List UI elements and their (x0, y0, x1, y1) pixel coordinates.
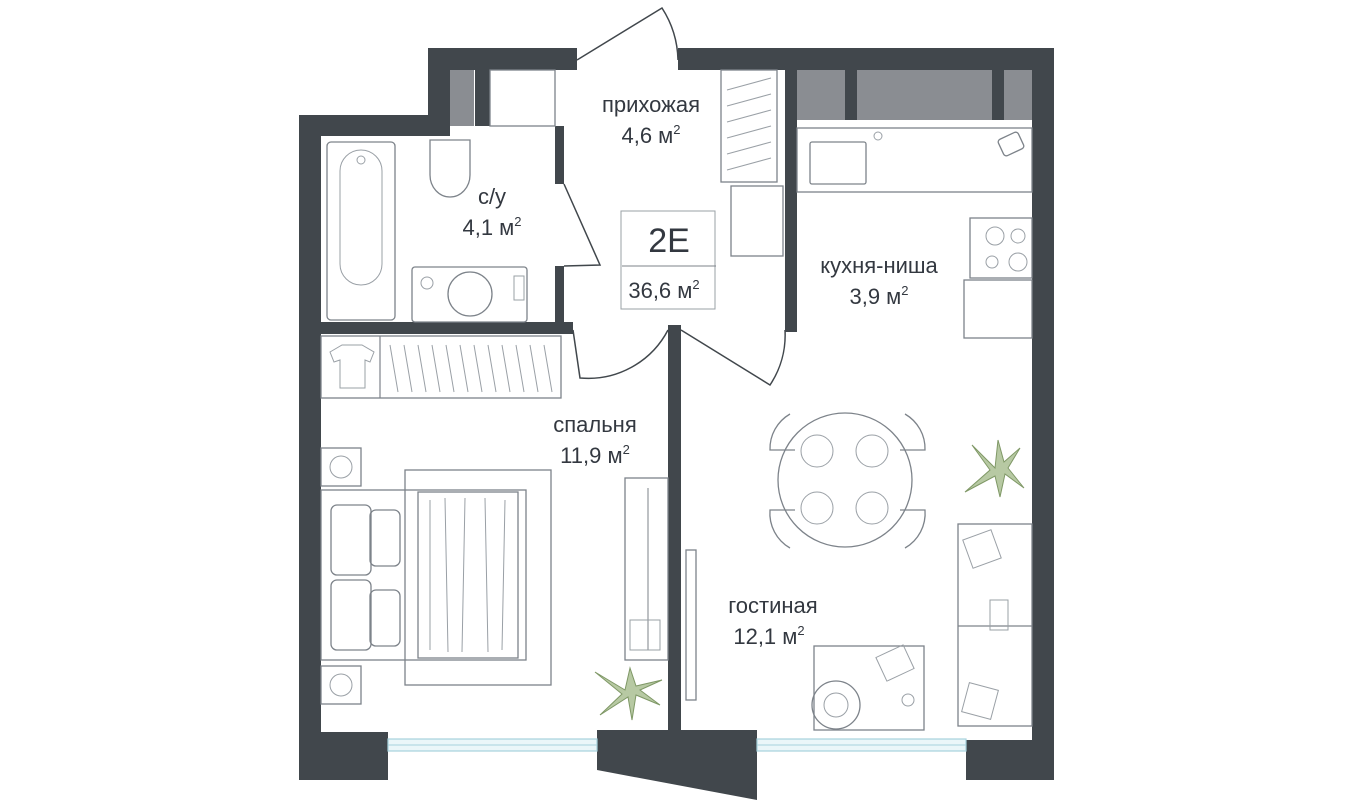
kitchen-sink (809, 141, 867, 185)
hall-furniture (620, 69, 784, 310)
hall-name: прихожая (602, 92, 700, 117)
plant-living (964, 439, 1025, 498)
bathroom-fixtures (326, 69, 556, 323)
hall-wardrobe (720, 69, 778, 183)
kitchen-furniture (796, 127, 1033, 339)
sofa (957, 523, 1033, 727)
hall-rug (730, 185, 784, 257)
living-name: гостиная (728, 593, 817, 618)
cooktop (969, 217, 1033, 279)
hall-area: 4,6 м2 (621, 122, 680, 148)
chair-1 (769, 413, 795, 451)
bedroom-furniture (320, 335, 669, 721)
wall-shaft-divider (475, 70, 490, 126)
wall-kitchen-div2 (992, 70, 1004, 120)
bedroom-wardrobe (320, 335, 562, 399)
unit-total-area: 36,6 м2 (628, 277, 699, 303)
bath-name: с/у (478, 184, 506, 209)
bathtub (326, 141, 396, 321)
wall-bottom-center (597, 730, 757, 800)
wall-bottom-left (299, 732, 388, 780)
bedroom-name: спальня (553, 412, 637, 437)
shaft-kitchen-2 (857, 70, 992, 120)
chair-3 (769, 509, 795, 549)
windows (387, 738, 967, 752)
unit-code: 2E (648, 222, 690, 260)
wall-bath-right-bottom (555, 266, 564, 328)
unit-badge-frame (620, 210, 716, 310)
walls (299, 48, 1054, 800)
toilet (429, 139, 471, 198)
dining-table (777, 412, 913, 548)
chair-2 (900, 413, 926, 451)
tv-stand-bedroom (624, 477, 669, 661)
bed-blanket (417, 491, 519, 659)
wall-kitchen-left (785, 70, 797, 332)
living-furniture (685, 412, 1033, 731)
bedroom-area: 11,9 м2 (560, 442, 630, 468)
bed (320, 489, 527, 661)
side-table (811, 680, 861, 730)
washing-machine (489, 69, 556, 127)
fridge (963, 279, 1033, 339)
shaft-kitchen-1 (797, 70, 845, 120)
entrance-door (576, 6, 679, 61)
bath-door (563, 183, 602, 267)
living-area: 12,1 м2 (733, 623, 804, 649)
pillow-1 (330, 504, 372, 576)
bathtub-inner (339, 149, 383, 286)
bed-rug (404, 469, 552, 686)
living-door (680, 329, 786, 387)
coffee-table (813, 645, 925, 731)
sink-bowl (447, 271, 493, 317)
tv-panel (685, 549, 697, 701)
shaft-left (450, 70, 474, 126)
wall-bath-top (299, 115, 430, 136)
wall-bath-bottom (321, 322, 573, 334)
kitchen-name: кухня-ниша (820, 253, 938, 278)
bath-area: 4,1 м2 (462, 214, 521, 240)
nightstand-1 (320, 447, 362, 487)
doors (563, 6, 786, 387)
chair-4 (900, 509, 926, 549)
wall-bath-right-top (555, 126, 564, 184)
pillow-2 (330, 579, 372, 651)
wall-center (668, 325, 681, 735)
plant-bedroom (594, 666, 663, 721)
wall-kitchen-div1 (845, 70, 857, 120)
nightstand-2 (320, 665, 362, 705)
bedroom-door (572, 329, 669, 380)
kitchen-counter (796, 127, 1033, 193)
kitchen-area: 3,9 м2 (849, 283, 908, 309)
sink-cabinet (411, 266, 528, 323)
room-labels: прихожая 4,6 м2 с/у 4,1 м2 кухня-ниша 3,… (462, 92, 938, 649)
shaft-kitchen-3 (1004, 70, 1032, 120)
wall-left (299, 115, 321, 732)
